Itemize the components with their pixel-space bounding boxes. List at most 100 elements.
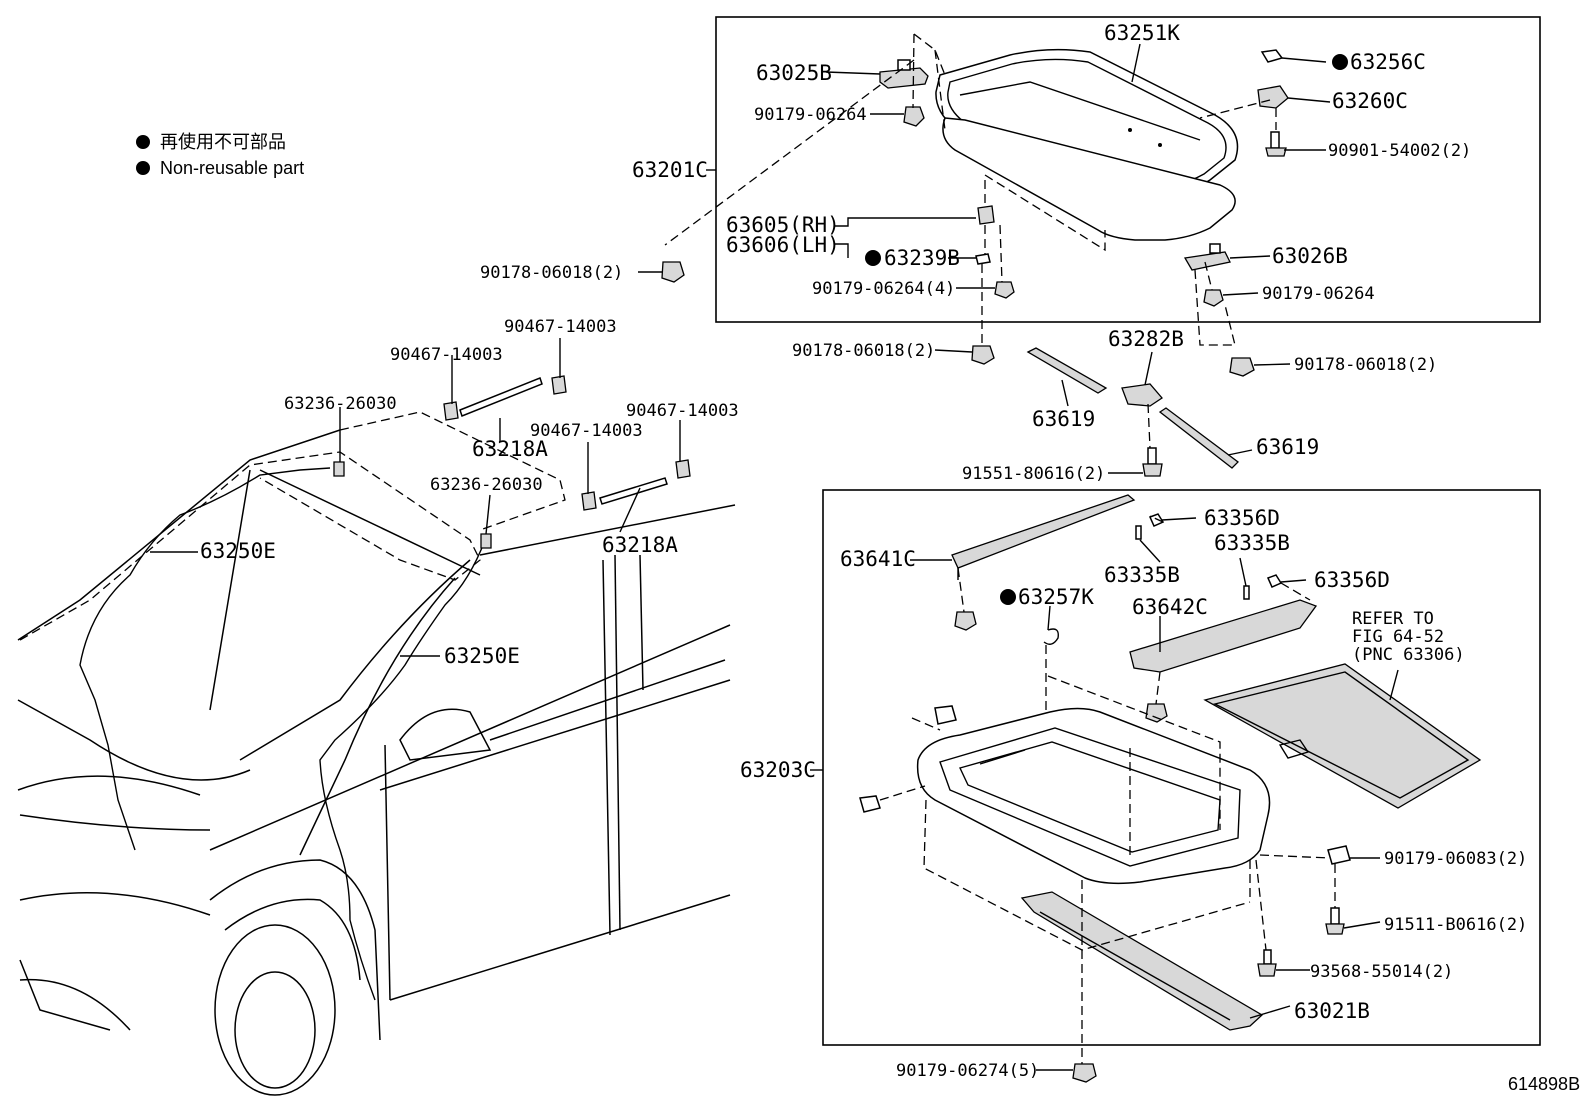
label-63282b: 63282B bbox=[1108, 327, 1184, 351]
nut-90178-b bbox=[971, 345, 995, 365]
non-reusable-dot-icon bbox=[1000, 589, 1016, 605]
assembly-box-bottom bbox=[822, 489, 1541, 1046]
label-63619-b: 63619 bbox=[1256, 435, 1319, 459]
label-63203c: 63203C bbox=[740, 758, 816, 782]
legend: 再使用不可部品 Non-reusable part bbox=[136, 132, 304, 178]
part-labels: 63251K 63025B 90179-06264 63256C 63260C … bbox=[200, 21, 1527, 1081]
clip-90179-06083 bbox=[1327, 845, 1351, 865]
clip-housing-b bbox=[859, 795, 881, 813]
label-refer-line2: FIG 64-52 bbox=[1352, 627, 1444, 647]
label-63021b: 63021B bbox=[1294, 999, 1370, 1023]
label-63356d-b: 63356D bbox=[1314, 568, 1390, 592]
drain-hose-63250e-b bbox=[319, 539, 486, 1001]
housing-63203c bbox=[916, 707, 1271, 885]
label-90179-06264-a: 90179-06264 bbox=[754, 105, 867, 125]
label-63256c: 63256C bbox=[1350, 50, 1426, 74]
non-reusable-dot-icon bbox=[1332, 54, 1348, 70]
bracket-63260c bbox=[1257, 85, 1289, 109]
label-63260c: 63260C bbox=[1332, 89, 1408, 113]
leader-lines bbox=[150, 43, 1399, 1071]
clip-63256c bbox=[1260, 49, 1284, 63]
figure-id: 614898B bbox=[1508, 1074, 1580, 1094]
label-63356d-a: 63356D bbox=[1204, 506, 1280, 530]
clip-63239b bbox=[975, 253, 991, 265]
label-63236-26030-b: 63236-26030 bbox=[430, 475, 543, 495]
clip-housing-a bbox=[934, 705, 957, 725]
label-90178-06018-a: 90178-06018(2) bbox=[480, 263, 623, 283]
clamp-90467-b bbox=[551, 375, 567, 395]
nut-90178-a bbox=[661, 261, 685, 283]
label-91511-b0616: 91511-B0616(2) bbox=[1384, 915, 1527, 935]
label-63642c: 63642C bbox=[1132, 595, 1208, 619]
label-63239b: 63239B bbox=[884, 246, 960, 270]
label-90178-06018-c: 90178-06018(2) bbox=[1294, 355, 1437, 375]
legend-japanese: 再使用不可部品 bbox=[160, 132, 286, 152]
sunroof-glass bbox=[935, 48, 1239, 241]
bolt-90901 bbox=[1265, 131, 1287, 157]
clip-63642c-nut bbox=[1145, 703, 1168, 723]
bracket-63026b bbox=[1183, 243, 1231, 271]
label-90467-14003-b: 90467-14003 bbox=[390, 345, 503, 365]
bracket-63025b bbox=[879, 59, 929, 89]
nut-90179-06264-b bbox=[1203, 289, 1224, 307]
label-63619-a: 63619 bbox=[1032, 407, 1095, 431]
label-90467-14003-a: 90467-14003 bbox=[504, 317, 617, 337]
label-63335b-b: 63335B bbox=[1214, 531, 1290, 555]
non-reusable-dot-icon bbox=[136, 161, 150, 175]
label-63218a-b: 63218A bbox=[602, 533, 678, 557]
hose-63218a-b bbox=[599, 477, 668, 505]
label-63025b: 63025B bbox=[756, 61, 832, 85]
label-63606-lh: 63606(LH) bbox=[726, 233, 840, 257]
drain-hose-63250e-a bbox=[79, 467, 331, 851]
sunshade-panel bbox=[1203, 663, 1482, 809]
clip-63641c-nut bbox=[954, 611, 977, 631]
clamp-90467-a bbox=[443, 401, 459, 421]
label-63201c: 63201C bbox=[632, 158, 708, 182]
label-63605-rh: 63605(RH) bbox=[726, 213, 840, 237]
label-63250e-b: 63250E bbox=[444, 644, 520, 668]
label-63335b-a: 63335B bbox=[1104, 563, 1180, 587]
pin-63335b-b bbox=[1243, 585, 1250, 600]
clamp-90467-d bbox=[675, 459, 691, 479]
bracket-63605-63606 bbox=[977, 205, 995, 225]
non-reusable-dot-icon bbox=[865, 250, 881, 266]
guide-lines-bottom bbox=[879, 515, 1336, 1064]
joint-63236-b bbox=[480, 533, 492, 549]
legend-english: Non-reusable part bbox=[160, 158, 304, 178]
label-refer-line3: (PNC 63306) bbox=[1352, 645, 1465, 665]
label-90179-06274: 90179-06274(5) bbox=[896, 1061, 1039, 1081]
bolt-91551 bbox=[1142, 447, 1163, 477]
trim-63642c bbox=[1129, 599, 1318, 673]
label-90179-06264-b: 90179-06264 bbox=[1262, 284, 1375, 304]
label-90178-06018-b: 90178-06018(2) bbox=[792, 341, 935, 361]
label-93568-55014: 93568-55014(2) bbox=[1310, 962, 1453, 982]
nut-90179-06274 bbox=[1072, 1063, 1097, 1083]
nut-90179-06264-4 bbox=[994, 281, 1015, 299]
label-90179-06083: 90179-06083(2) bbox=[1384, 849, 1527, 869]
label-63641c: 63641C bbox=[840, 547, 916, 571]
bolt-91511 bbox=[1325, 907, 1345, 935]
pin-63335b-a bbox=[1135, 525, 1142, 540]
label-63251k: 63251K bbox=[1104, 21, 1180, 45]
bracket-63282b bbox=[1121, 383, 1163, 407]
screw-93568 bbox=[1257, 949, 1277, 977]
label-63257k: 63257K bbox=[1018, 585, 1094, 609]
joint-63236-a bbox=[333, 461, 345, 477]
label-63218a-a: 63218A bbox=[472, 437, 548, 461]
label-refer-line1: REFER TO bbox=[1352, 609, 1434, 629]
label-90467-14003-c: 90467-14003 bbox=[530, 421, 643, 441]
label-91551-80616: 91551-80616(2) bbox=[962, 464, 1105, 484]
label-90179-06264-4: 90179-06264(4) bbox=[812, 279, 955, 299]
label-63026b: 63026B bbox=[1272, 244, 1348, 268]
clamp-90467-c bbox=[581, 491, 597, 511]
nut-90178-c bbox=[1229, 357, 1255, 377]
label-90467-14003-d: 90467-14003 bbox=[626, 401, 739, 421]
label-63250e-a: 63250E bbox=[200, 539, 276, 563]
clip-63257k bbox=[1043, 628, 1059, 645]
non-reusable-dot-icon bbox=[136, 135, 150, 149]
rail-63619-a bbox=[1026, 347, 1108, 394]
pin-63356d-b bbox=[1266, 574, 1283, 588]
label-90901-54002: 90901-54002(2) bbox=[1328, 141, 1471, 161]
car-body bbox=[17, 411, 736, 1096]
